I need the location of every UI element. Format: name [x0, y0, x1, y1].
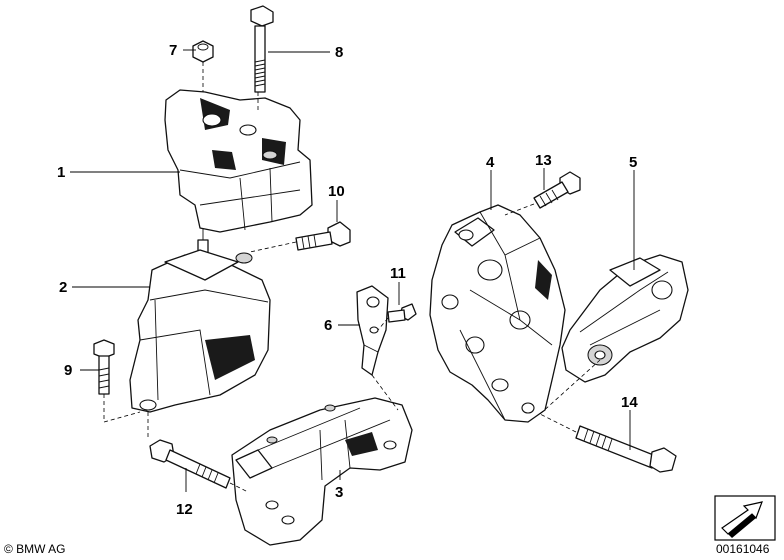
part-12-bolt [149, 439, 231, 489]
part-7-nut [192, 40, 214, 63]
callout-7: 7 [169, 42, 177, 59]
part-3-gearbox-support-bracket [231, 397, 413, 546]
arrow-box-icon [714, 495, 776, 541]
callout-1: 1 [57, 164, 65, 181]
part-5-torque-strut [561, 254, 689, 383]
callout-13: 13 [535, 152, 552, 169]
callout-3: 3 [335, 484, 343, 501]
callout-4: 4 [486, 154, 495, 171]
callout-8: 8 [335, 44, 343, 61]
part-10-bolt [295, 221, 351, 251]
callout-10: 10 [328, 183, 345, 200]
callout-labels: 1 2 3 4 5 6 7 8 9 10 11 12 13 14 [57, 42, 638, 518]
callout-12: 12 [176, 501, 193, 518]
callout-6: 6 [324, 317, 332, 334]
part-1-engine-mount-upper [164, 89, 313, 233]
copyright-text: © BMW AG [4, 542, 66, 556]
part-8-long-bolt [250, 5, 274, 93]
callout-14: 14 [621, 394, 638, 411]
callout-9: 9 [64, 362, 72, 379]
callout-5: 5 [629, 154, 637, 171]
leader-lines [70, 49, 635, 492]
part-4-gearbox-carrier [429, 204, 566, 423]
part-2-engine-support-bracket [129, 249, 271, 413]
part-6-small-bracket [356, 285, 389, 376]
callout-2: 2 [59, 279, 67, 296]
part-14-long-bolt [575, 425, 677, 473]
callout-11: 11 [390, 265, 406, 282]
part-9-bolt [93, 339, 115, 395]
diagram-number: 00161046 [716, 542, 770, 556]
alignment-lines [103, 62, 601, 493]
part-13-bolt [533, 171, 581, 209]
part-11-small-bolt [387, 303, 417, 323]
